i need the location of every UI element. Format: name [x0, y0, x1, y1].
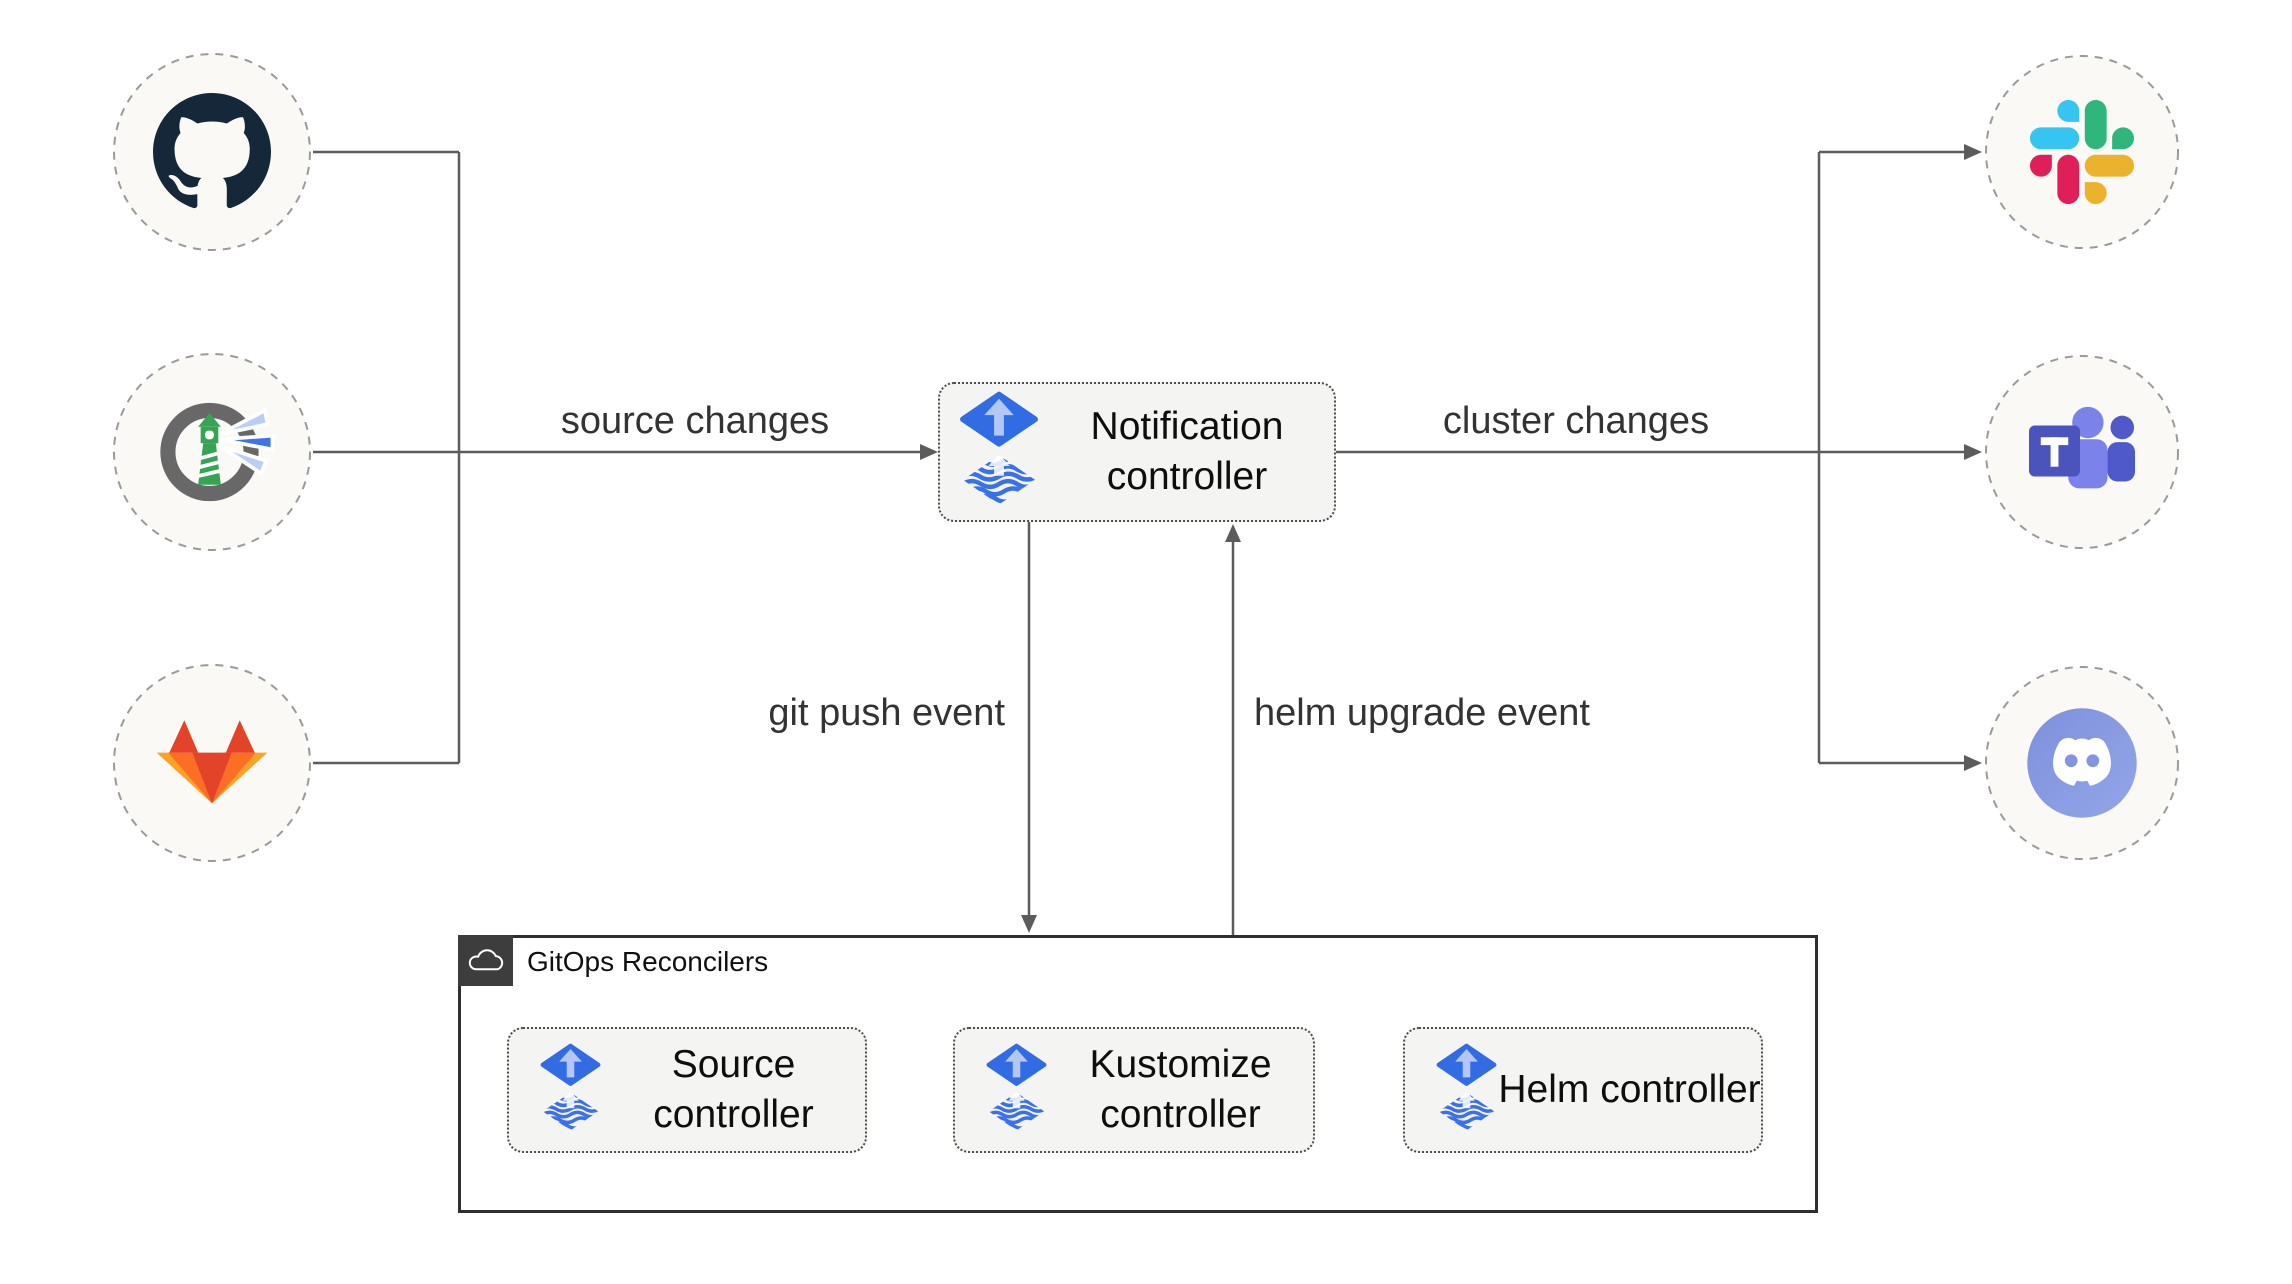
- arrowhead-into-discord: [1964, 755, 1982, 771]
- node-teams: [1984, 354, 2180, 550]
- box-notification-controller: Notification controller: [938, 382, 1336, 522]
- kustomize-controller-label: Kustomize controller: [1089, 1043, 1272, 1136]
- node-slack: [1984, 54, 2180, 250]
- box-helm-controller: Helm controller: [1403, 1027, 1763, 1153]
- arrowhead-into-slack: [1964, 144, 1982, 160]
- dashed-ring: [113, 53, 311, 251]
- harbor-icon: [112, 352, 312, 552]
- edge-label-cluster-changes: cluster changes: [1442, 400, 1710, 442]
- node-harbor: [112, 352, 312, 552]
- discord-icon: [1984, 665, 2180, 861]
- helm-controller-label: Helm controller: [1498, 1068, 1761, 1112]
- arrowhead-helm-upgrade-up: [1225, 524, 1241, 542]
- arrowhead-git-push-down: [1021, 915, 1037, 933]
- arrowhead-into-notification: [920, 444, 938, 460]
- arrowhead-into-teams: [1964, 444, 1982, 460]
- dashed-ring: [1985, 55, 2179, 249]
- gitlab-icon: [112, 663, 312, 863]
- edge-label-source-changes: source changes: [560, 400, 830, 442]
- node-discord: [1984, 665, 2180, 861]
- github-icon: [112, 52, 312, 252]
- flux-icon: [1435, 1043, 1498, 1137]
- node-github: [112, 52, 312, 252]
- group-title: GitOps Reconcilers: [527, 946, 769, 977]
- slack-icon: [1984, 54, 2180, 250]
- box-kustomize-controller: Kustomize controller: [953, 1027, 1315, 1153]
- group-header: [458, 935, 513, 986]
- notification-controller-label: Notification controller: [1090, 405, 1284, 498]
- cloud-icon: [468, 948, 503, 970]
- edge-label-helm-upgrade-event: helm upgrade event: [1254, 692, 1590, 734]
- flux-icon: [958, 391, 1040, 513]
- box-source-controller: Source controller: [507, 1027, 867, 1153]
- flux-icon: [539, 1043, 602, 1137]
- flux-icon: [985, 1043, 1048, 1137]
- microsoft-teams-icon: [1984, 354, 2180, 550]
- edge-label-git-push-event: git push event: [768, 692, 1005, 734]
- node-gitlab: [112, 663, 312, 863]
- source-controller-label: Source controller: [653, 1043, 814, 1136]
